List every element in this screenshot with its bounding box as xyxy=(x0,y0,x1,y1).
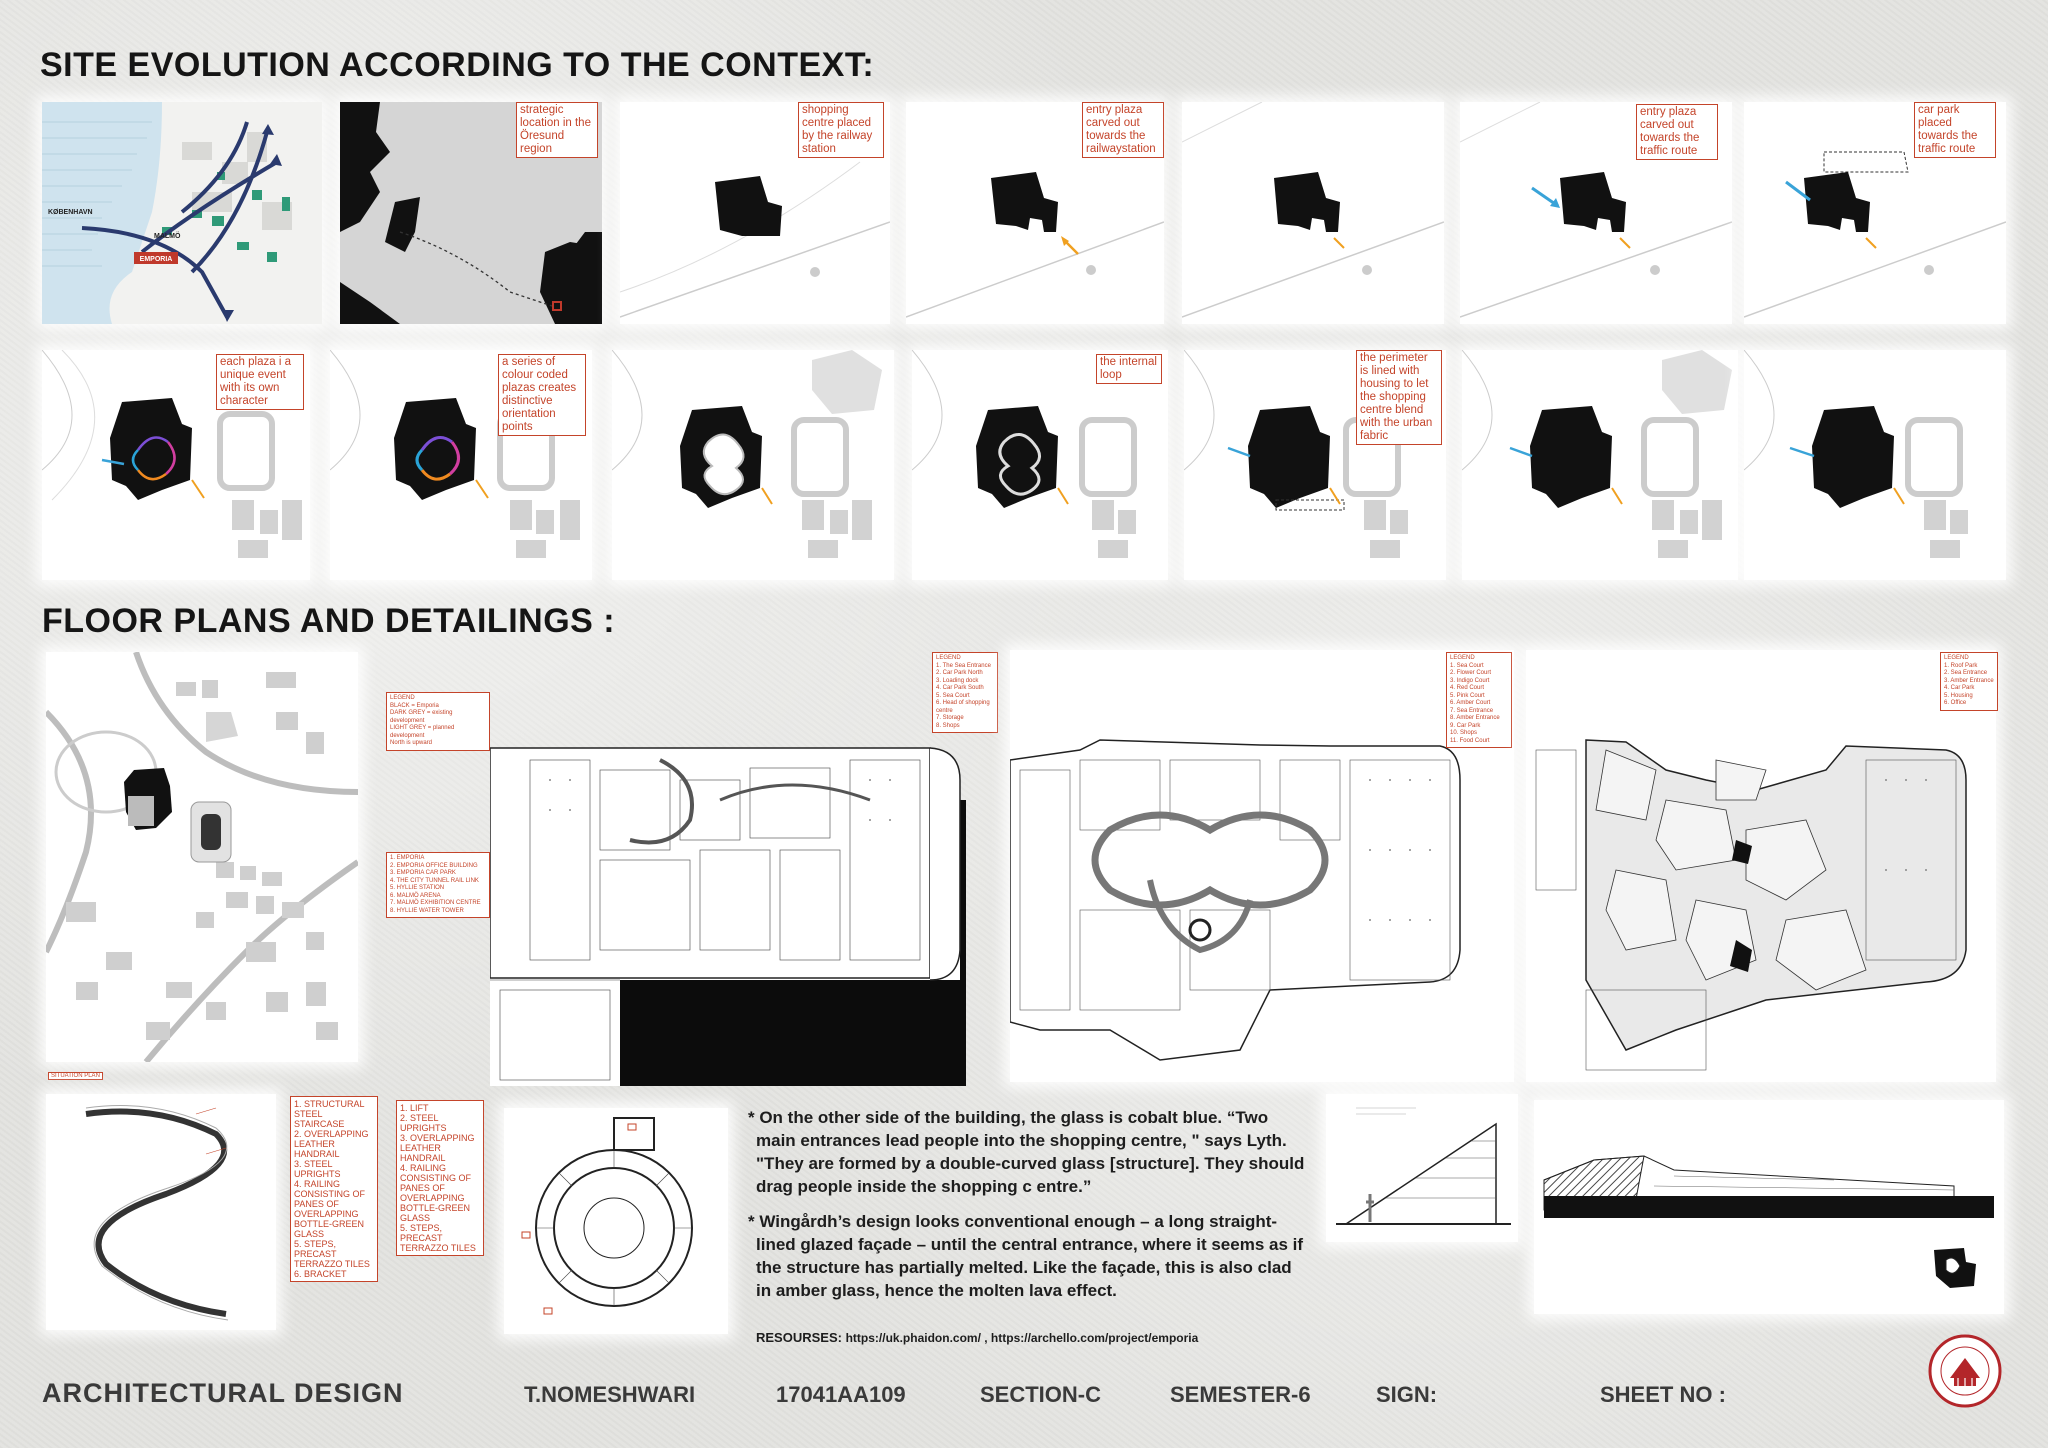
first-floor-plan-panel xyxy=(1010,650,1514,1082)
situation-legend-list: 1. EMPORIA 2. EMPORIA OFFICE BUILDING 3.… xyxy=(386,852,490,918)
evolution-panel-2: strategic location in the Öresund region xyxy=(340,102,602,324)
college-seal-icon xyxy=(1928,1334,2002,1408)
section-diagram-panel xyxy=(1326,1094,1518,1242)
context-map-panel: EMPORIA KØBENHAVN MALMÖ xyxy=(42,102,322,324)
evolution-panel-12: the perimeter is lined with housing to l… xyxy=(1184,350,1446,580)
evolution-panel-14 xyxy=(1744,350,2006,580)
footer-sheet: SHEET NO : xyxy=(1600,1382,1726,1407)
emporia-map-label: EMPORIA xyxy=(140,256,173,263)
footer-subject: ARCHITECTURAL DESIGN xyxy=(42,1378,404,1408)
note-strategic-location: strategic location in the Öresund region xyxy=(516,102,598,158)
note-perimeter-housing: the perimeter is lined with housing to l… xyxy=(1356,350,1442,445)
evolution-panel-6: entry plaza carved out towards the traff… xyxy=(1460,102,1732,324)
note-unique-event: each plaza i a unique event with its own… xyxy=(216,354,304,410)
evolution-panel-3: shopping centre placed by the railway st… xyxy=(620,102,890,324)
footer-roll: 17041AA109 xyxy=(776,1382,906,1407)
resources-label: RESOURSES: xyxy=(756,1330,842,1345)
floor-plans-heading: FLOOR PLANS AND DETAILINGS : xyxy=(42,602,616,640)
footer-semester: SEMESTER-6 xyxy=(1170,1382,1311,1407)
plan1-legend: LEGEND 1. The Sea Entrance 2. Car Park N… xyxy=(932,652,998,733)
resources-line: RESOURSES: https://uk.phaidon.com/ , htt… xyxy=(756,1330,1198,1345)
situation-legend-top-box: LEGEND BLACK = Emporia DARK GREY = exist… xyxy=(386,692,490,751)
footer-section: SECTION-C xyxy=(980,1382,1101,1407)
quote-cobalt-blue: * On the other side of the building, the… xyxy=(748,1108,1305,1196)
site-evolution-heading: SITE EVOLUTION ACCORDING TO THE CONTEXT: xyxy=(40,46,875,84)
ground-floor-plan-panel xyxy=(490,650,966,1086)
footer-name: T.NOMESHWARI xyxy=(524,1382,696,1407)
situation-plan-caption: SITUATION PLAN xyxy=(48,1072,103,1080)
evolution-panel-9: a series of colour coded plazas creates … xyxy=(330,350,592,580)
plan3-legend: LEGEND 1. Roof Park 2. Sea Entrance 3. A… xyxy=(1940,652,1998,711)
elevation-panel xyxy=(1534,1100,2004,1314)
footer-sign: SIGN: xyxy=(1376,1382,1438,1407)
evolution-panel-4: entry plaza carved out towards the railw… xyxy=(906,102,1164,324)
malmo-map-label: MALMÖ xyxy=(154,231,181,240)
evolution-panel-7: car park placed towards the traffic rout… xyxy=(1744,102,2006,324)
note-entry-plaza-traffic: entry plaza carved out towards the traff… xyxy=(1636,104,1718,160)
kobenhavn-map-label: KØBENHAVN xyxy=(48,209,93,216)
plan2-legend: LEGEND 1. Sea Court 2. Flower Court 3. I… xyxy=(1446,652,1512,748)
note-internal-loop: the internal loop xyxy=(1096,354,1162,384)
evolution-panel-8: each plaza i a unique event with its own… xyxy=(42,350,310,580)
evolution-panel-13 xyxy=(1462,350,1738,580)
spiral-stair-plan-panel xyxy=(504,1108,728,1334)
note-colour-coded-plazas: a series of colour coded plazas creates … xyxy=(498,354,586,436)
resources-links[interactable]: https://uk.phaidon.com/ , https://archel… xyxy=(845,1331,1199,1345)
stair-spec-1: 1. STRUCTURAL STEEL STAIRCASE 2. OVERLAP… xyxy=(290,1096,378,1282)
spiral-stair-elevation-panel xyxy=(46,1094,276,1330)
note-entry-plaza-rail: entry plaza carved out towards the railw… xyxy=(1082,102,1164,158)
quote-wingardh: * Wingårdh’s design looks conventional e… xyxy=(748,1212,1304,1300)
evolution-panel-10 xyxy=(612,350,894,580)
roof-plan-panel xyxy=(1526,650,1996,1082)
situation-plan-panel: LEGEND BLACK = Emporia DARK GREY = exist… xyxy=(46,652,358,1062)
evolution-panel-5 xyxy=(1182,102,1444,324)
note-car-park: car park placed towards the traffic rout… xyxy=(1914,102,1996,158)
note-railway-station: shopping centre placed by the railway st… xyxy=(798,102,884,158)
quote-block: * On the other side of the building, the… xyxy=(748,1106,1308,1302)
evolution-panel-11: the internal loop xyxy=(912,350,1168,580)
stair-spec-2: 1. LIFT 2. STEEL UPRIGHTS 3. OVERLAPPING… xyxy=(396,1100,484,1256)
